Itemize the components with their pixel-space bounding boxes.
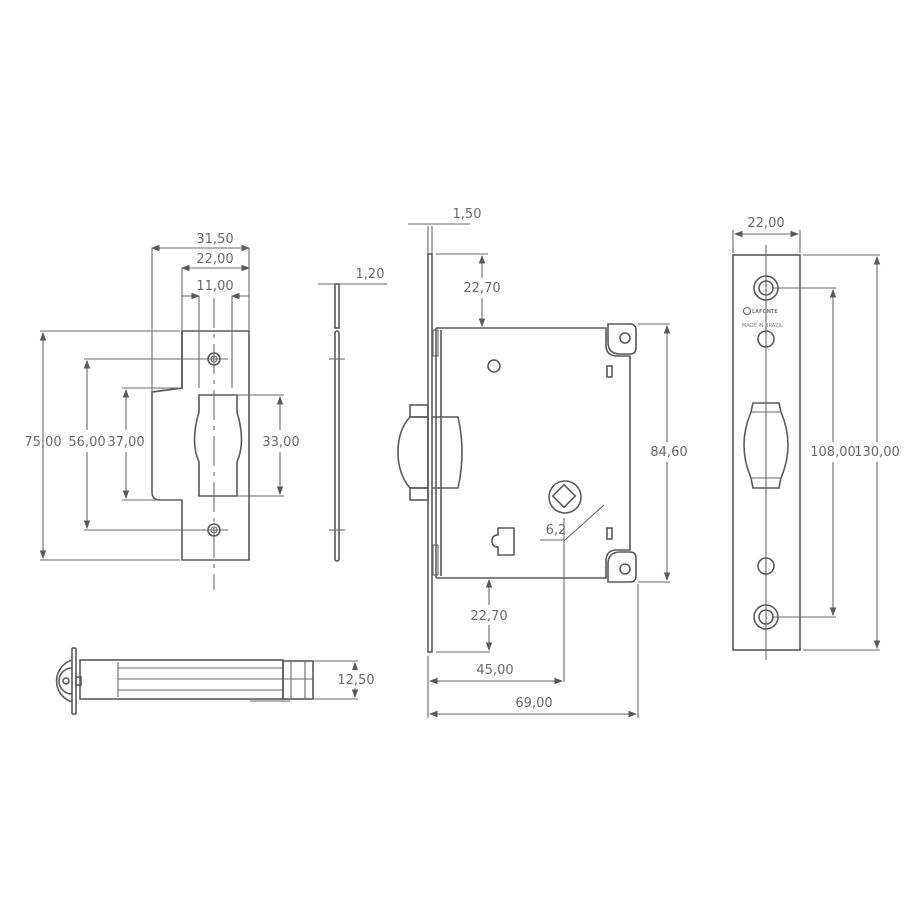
dim-130-00: 130,00 [854,445,900,460]
faceplate-front-view: LAFONTE MADE IN BRAZIL 22,00 108,00 130,… [732,216,904,660]
dim-22-00-face: 22,00 [747,216,784,231]
brand-logo: LAFONTE [752,309,778,315]
made-in-label: MADE IN BRAZIL [742,323,783,329]
dim-31-50: 31,50 [196,232,233,247]
dim-22-70-bottom: 22,70 [470,609,507,624]
dim-69-00: 69,00 [515,696,552,711]
dim-45-00: 45,00 [476,663,513,678]
dim-11-00: 11,00 [196,279,233,294]
dim-108-00: 108,00 [810,445,856,460]
lock-body-view: 6,2 1,50 22,70 84,60 22,70 45,00 69,00 [397,207,692,718]
strike-plate-front-view: 31,50 22,00 11,00 75,00 56,00 37,00 33,0… [24,232,302,590]
strike-plate-side-view: 1,20 [318,267,387,562]
dim-22-70-top: 22,70 [463,281,500,296]
dim-1-20: 1,20 [356,267,385,282]
dim-84-60: 84,60 [650,445,687,460]
dim-22-00: 22,00 [196,252,233,267]
dim-56-00: 56,00 [68,435,105,450]
dim-6-2: 6,2 [546,523,567,538]
dim-12-50: 12,50 [337,673,374,688]
dim-75-00: 75,00 [24,435,61,450]
dim-1-50: 1,50 [453,207,482,222]
latch-bottom-view: 12,50 [55,647,377,715]
dim-33-00: 33,00 [262,435,299,450]
dim-37-00: 37,00 [107,435,144,450]
